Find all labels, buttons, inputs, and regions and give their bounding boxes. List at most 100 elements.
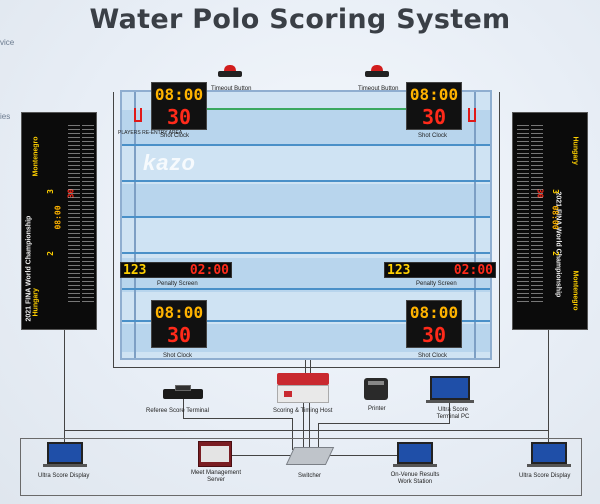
- wire: [183, 418, 293, 419]
- device-label: On-Venue Results Work Station: [390, 472, 440, 485]
- connection-line: [202, 108, 412, 110]
- board-time: 08:00: [550, 205, 560, 230]
- shot-clock-time: 08:00: [154, 85, 204, 104]
- ultra-display-right-icon: [531, 442, 567, 464]
- wire: [548, 330, 549, 442]
- event-name: 2021 FINA World Championship: [25, 215, 33, 322]
- laptop-base: [426, 400, 474, 403]
- wire: [499, 92, 500, 368]
- wire: [309, 403, 310, 447]
- onvenue-workstation-icon: [397, 442, 433, 464]
- goal-line: [134, 92, 136, 358]
- device-label: Referee Score Terminal: [146, 408, 209, 414]
- scoreboard-right: 2021 FINA World Championship Hungary Mon…: [512, 112, 588, 330]
- edge-text-2: ies: [0, 112, 11, 121]
- switcher-icon: [285, 447, 335, 465]
- wire: [328, 455, 398, 456]
- wire: [113, 367, 500, 368]
- timeout-button-icon: [218, 65, 242, 77]
- penalty-screen-left: 123 02:00: [120, 262, 232, 278]
- timeout-button-label-left: Timeout Button: [211, 86, 252, 92]
- wire: [318, 423, 450, 424]
- terminal-pc-icon: [430, 376, 470, 400]
- team-top-name: Hungary: [571, 136, 579, 165]
- lane-line: [122, 320, 490, 322]
- shot-clock-bottom-left: 08:00 30: [151, 300, 207, 348]
- penalty-time: 02:00: [453, 263, 493, 278]
- board-score-b: 2: [45, 251, 55, 256]
- laptop-base: [393, 464, 437, 467]
- device-label: Meet Management Server: [190, 470, 242, 483]
- shot-clock-time: 08:00: [154, 303, 204, 322]
- shot-clock-time: 08:00: [409, 85, 459, 104]
- re-entry-label: PLAYERS RE-ENTRY AREA: [118, 130, 183, 136]
- device-label: Scoring & Timing Host: [273, 408, 333, 414]
- roster-list: [517, 125, 529, 305]
- wire: [113, 92, 114, 368]
- wire: [64, 430, 548, 431]
- penalty-screen-right: 123 02:00: [384, 262, 496, 278]
- lane-line: [122, 288, 490, 290]
- printer-icon: [364, 378, 388, 400]
- shot-clock-time: 08:00: [409, 303, 459, 322]
- wire: [64, 330, 65, 442]
- shot-clock-top-left: 08:00 30: [151, 82, 207, 130]
- device-label: Switcher: [298, 473, 322, 479]
- wire: [305, 360, 306, 374]
- board-time: 08:00: [53, 205, 63, 230]
- meet-server-icon: [198, 441, 232, 467]
- shot-clock-label: Shot Clock: [418, 133, 448, 139]
- penalty-number: 123: [123, 263, 147, 278]
- shot-clock-bottom-right: 08:00 30: [406, 300, 462, 348]
- roster-list: [82, 125, 94, 305]
- penalty-screen-label: Penalty Screen: [157, 281, 198, 287]
- team-bottom-name: Hungary: [32, 288, 40, 317]
- lane-stripe: [122, 184, 490, 218]
- timeout-button-label-right: Timeout Button: [358, 86, 399, 92]
- penalty-screen-label: Penalty Screen: [416, 281, 457, 287]
- network-group: [20, 438, 582, 496]
- penalty-number: 123: [387, 263, 411, 278]
- lane-line: [122, 252, 490, 254]
- shot-clock-seconds: 30: [166, 105, 192, 129]
- timeout-button-icon: [365, 65, 389, 77]
- device-label: Ultra Score Display: [519, 473, 571, 479]
- team-top-name: Montenegro: [32, 136, 40, 177]
- device-label: Printer: [368, 406, 386, 412]
- wire: [449, 401, 450, 424]
- referee-terminal-icon: [163, 385, 203, 399]
- shot-clock-label: Shot Clock: [418, 353, 448, 359]
- scoring-host-icon: [277, 373, 329, 403]
- wire: [303, 403, 304, 447]
- lane-line: [122, 180, 490, 182]
- laptop-base: [43, 464, 87, 467]
- shot-clock-label: Shot Clock: [163, 353, 193, 359]
- roster-list: [68, 125, 80, 305]
- roster-list: [531, 125, 543, 305]
- watermark-logo: kazo: [143, 150, 196, 175]
- lane-line: [122, 216, 490, 218]
- wire: [292, 418, 293, 450]
- edge-text-1: vice: [0, 38, 15, 47]
- goal-marker-left: [134, 108, 142, 122]
- shot-clock-top-right: 08:00 30: [406, 82, 462, 130]
- scoreboard-left: 2021 FINA World Championship Montenegro …: [21, 112, 97, 330]
- lane-line: [122, 144, 490, 146]
- team-bottom-name: Montenegro: [571, 270, 579, 311]
- goal-marker-right: [468, 108, 476, 122]
- board-score-a: 3: [550, 189, 560, 194]
- shot-clock-seconds: 30: [421, 323, 447, 347]
- board-score-b: 2: [550, 251, 560, 256]
- wire: [318, 423, 319, 447]
- shot-clock-seconds: 30: [166, 323, 192, 347]
- page-title: Water Polo Scoring System: [89, 4, 511, 35]
- shot-clock-label: Shot Clock: [160, 133, 190, 139]
- goal-line: [474, 92, 476, 358]
- board-score-a: 3: [45, 189, 55, 194]
- shot-clock-seconds: 30: [421, 105, 447, 129]
- ultra-display-left-icon: [47, 442, 83, 464]
- device-label: Ultra Score Terminal PC: [436, 407, 470, 420]
- device-label: Ultra Score Display: [38, 473, 90, 479]
- wire: [310, 360, 311, 374]
